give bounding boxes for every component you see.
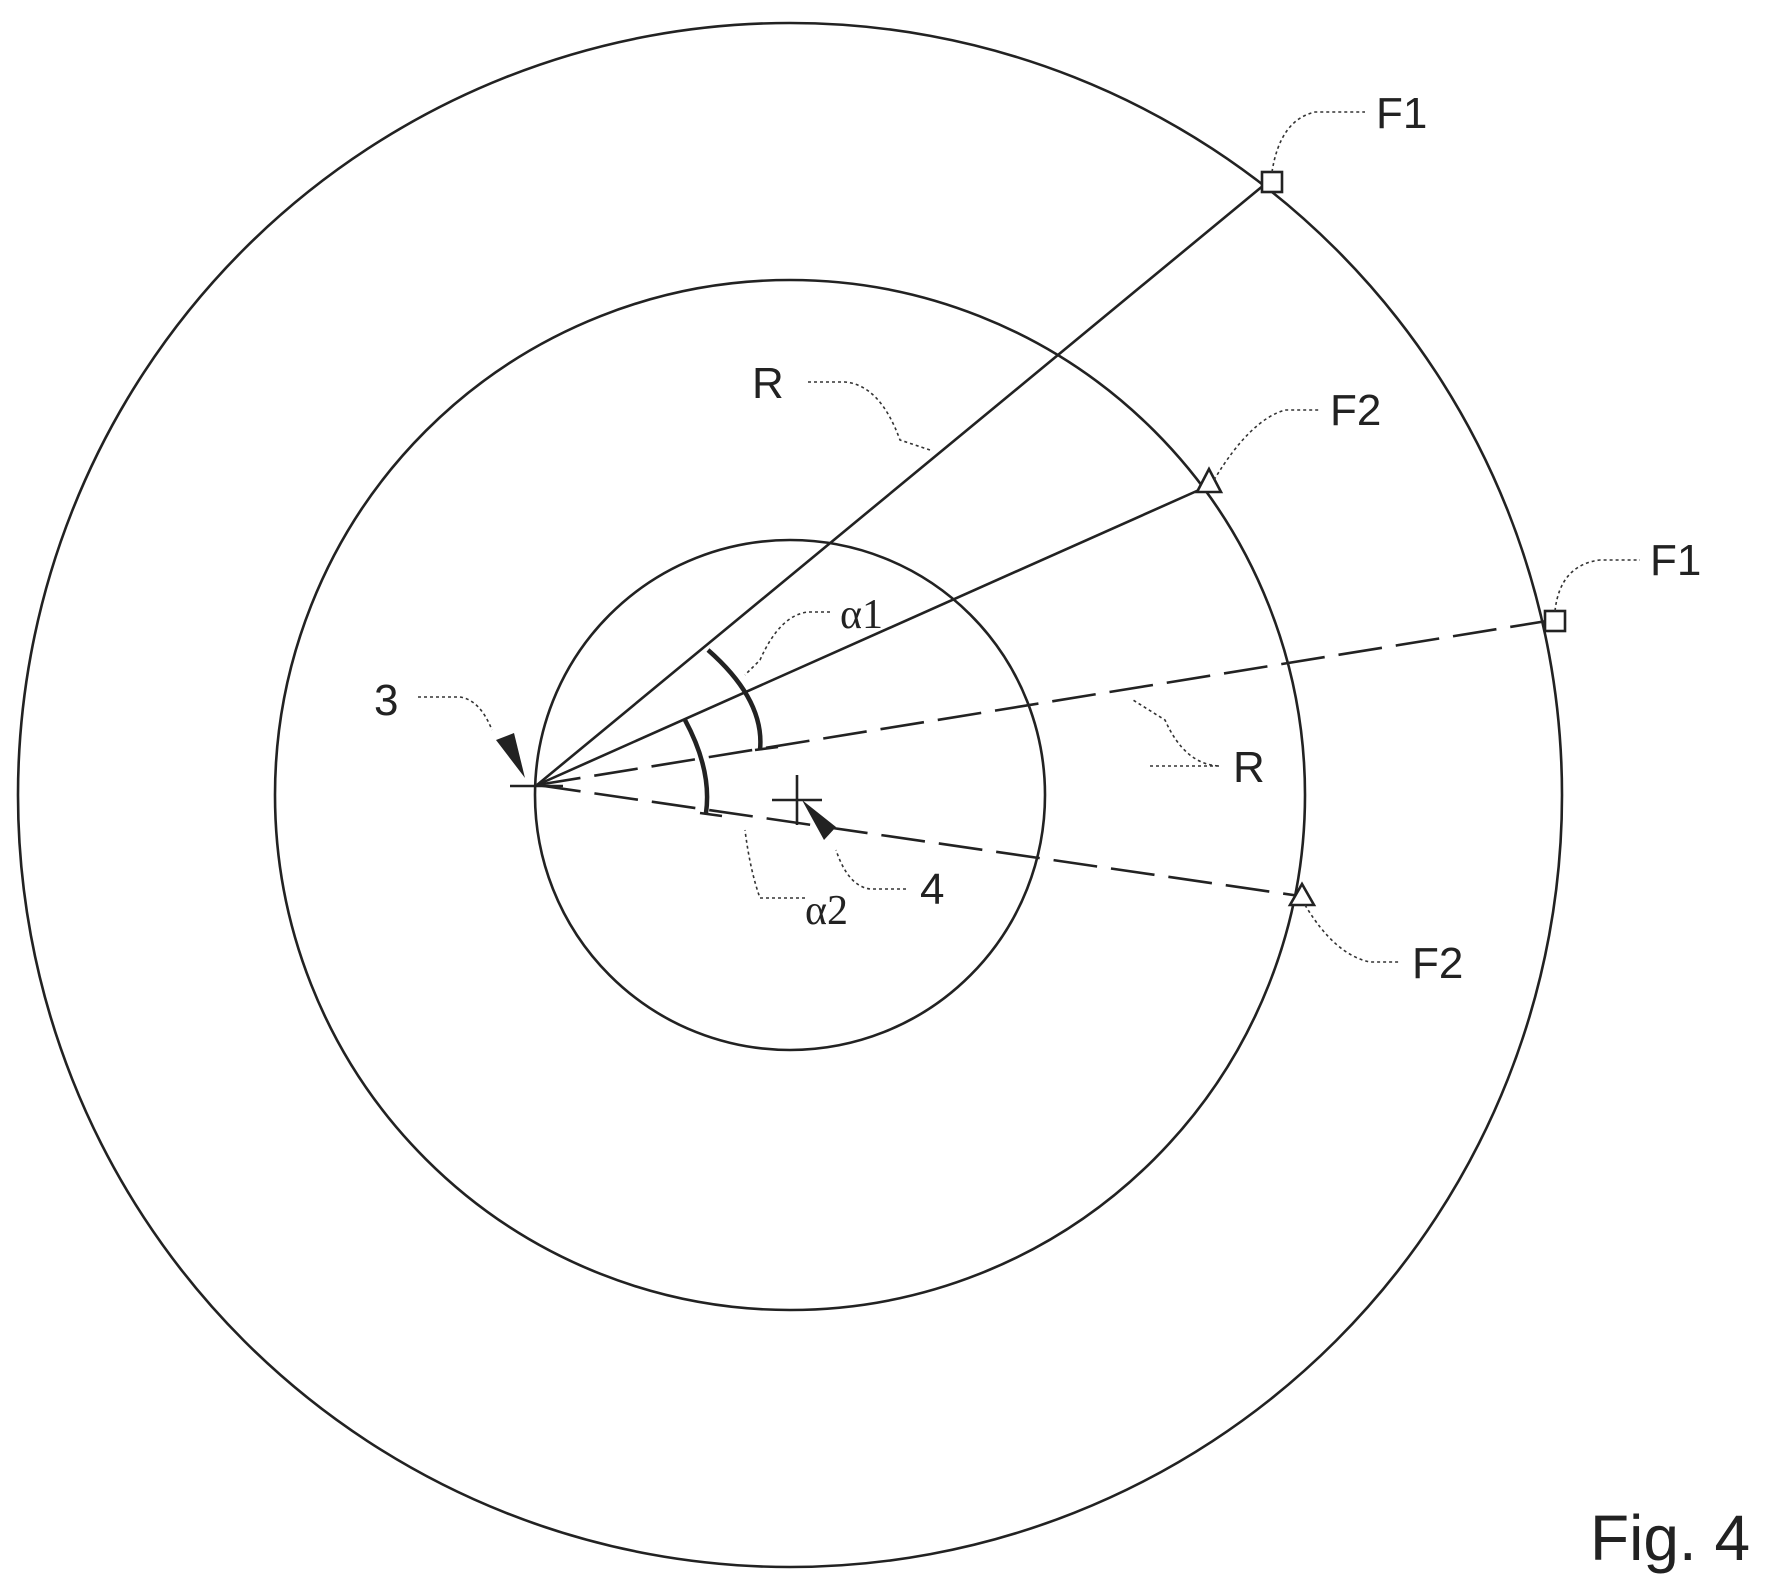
label-f2-top: F2 — [1330, 386, 1381, 435]
ray-solid-f1 — [537, 180, 1270, 785]
leader-r-bottom — [1133, 700, 1220, 766]
ray-dashed-f1 — [537, 620, 1553, 785]
label-f1-right: F1 — [1650, 536, 1701, 585]
marker-f1-right — [1545, 611, 1565, 631]
label-ref-3: 3 — [374, 676, 398, 725]
label-f1-top: F1 — [1376, 89, 1427, 138]
angle-tick-alpha2 — [700, 813, 722, 816]
leader-f1-right — [1555, 560, 1640, 611]
label-f2-bottom: F2 — [1412, 939, 1463, 988]
leader-f2-top — [1214, 410, 1320, 480]
leader-f2-bottom — [1305, 905, 1400, 962]
angle-arc-alpha1 — [708, 650, 760, 750]
ray-dashed-f2 — [537, 785, 1300, 896]
label-ref-4: 4 — [920, 865, 944, 914]
marker-f2-top — [1197, 469, 1221, 492]
label-alpha1: α1 — [840, 592, 883, 638]
angle-arc-alpha2 — [685, 720, 707, 813]
marker-f1-top — [1262, 172, 1282, 192]
label-alpha2: α2 — [805, 888, 848, 934]
arrow-to-point-4 — [802, 800, 906, 889]
middle-circle — [275, 280, 1305, 1310]
leader-f1-top — [1272, 112, 1365, 172]
leader-alpha2 — [745, 830, 805, 898]
leader-alpha1 — [745, 612, 830, 675]
figure-caption: Fig. 4 — [1590, 1502, 1750, 1574]
leader-r-top — [808, 382, 930, 450]
label-r-top: R — [752, 359, 784, 408]
outer-circle — [18, 23, 1562, 1567]
label-r-bottom: R — [1233, 743, 1265, 792]
arrow-to-point-3 — [418, 697, 525, 778]
